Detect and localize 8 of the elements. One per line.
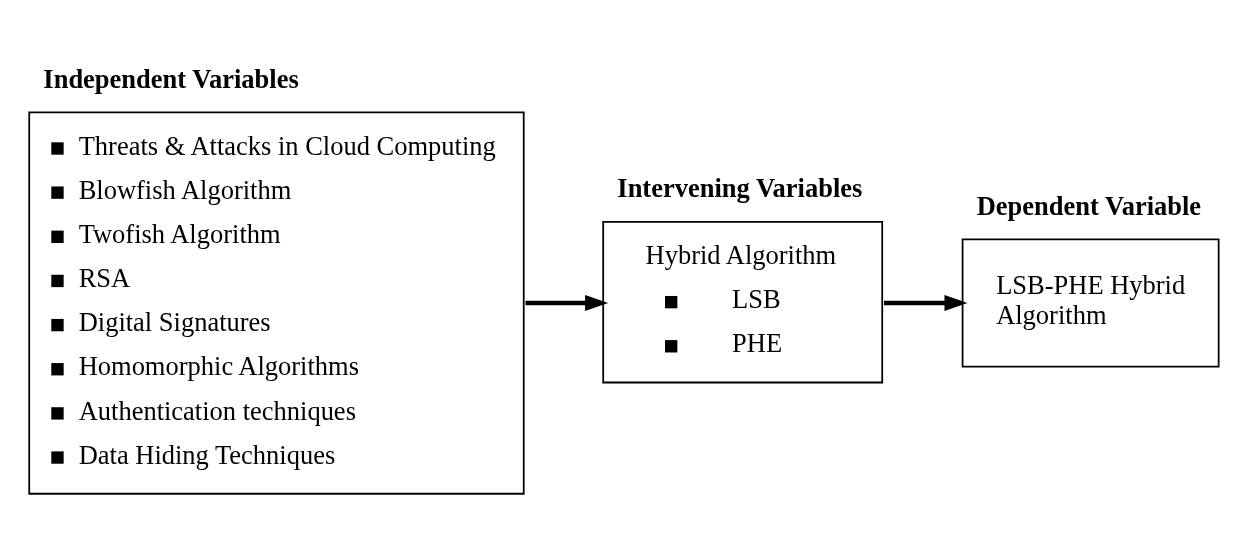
- arrow: [884, 294, 968, 312]
- node-box: LSB-PHE Hybrid Algorithm: [961, 238, 1220, 368]
- node-label: Dependent Variable: [976, 190, 1202, 221]
- arrow: [525, 294, 609, 312]
- node-box: Hybrid Algorithm LSB PHE: [602, 220, 884, 384]
- node-box: Threats & Attacks in Cloud Computing Blowfish Algorithm Twofish Algorithm RSA Digital Signatures Homomorphic Algorithms Authentication techniques Data Hiding Techniques: [28, 111, 525, 495]
- node-label: Intervening Variables: [617, 173, 863, 204]
- node-label: Independent Variables: [43, 63, 299, 94]
